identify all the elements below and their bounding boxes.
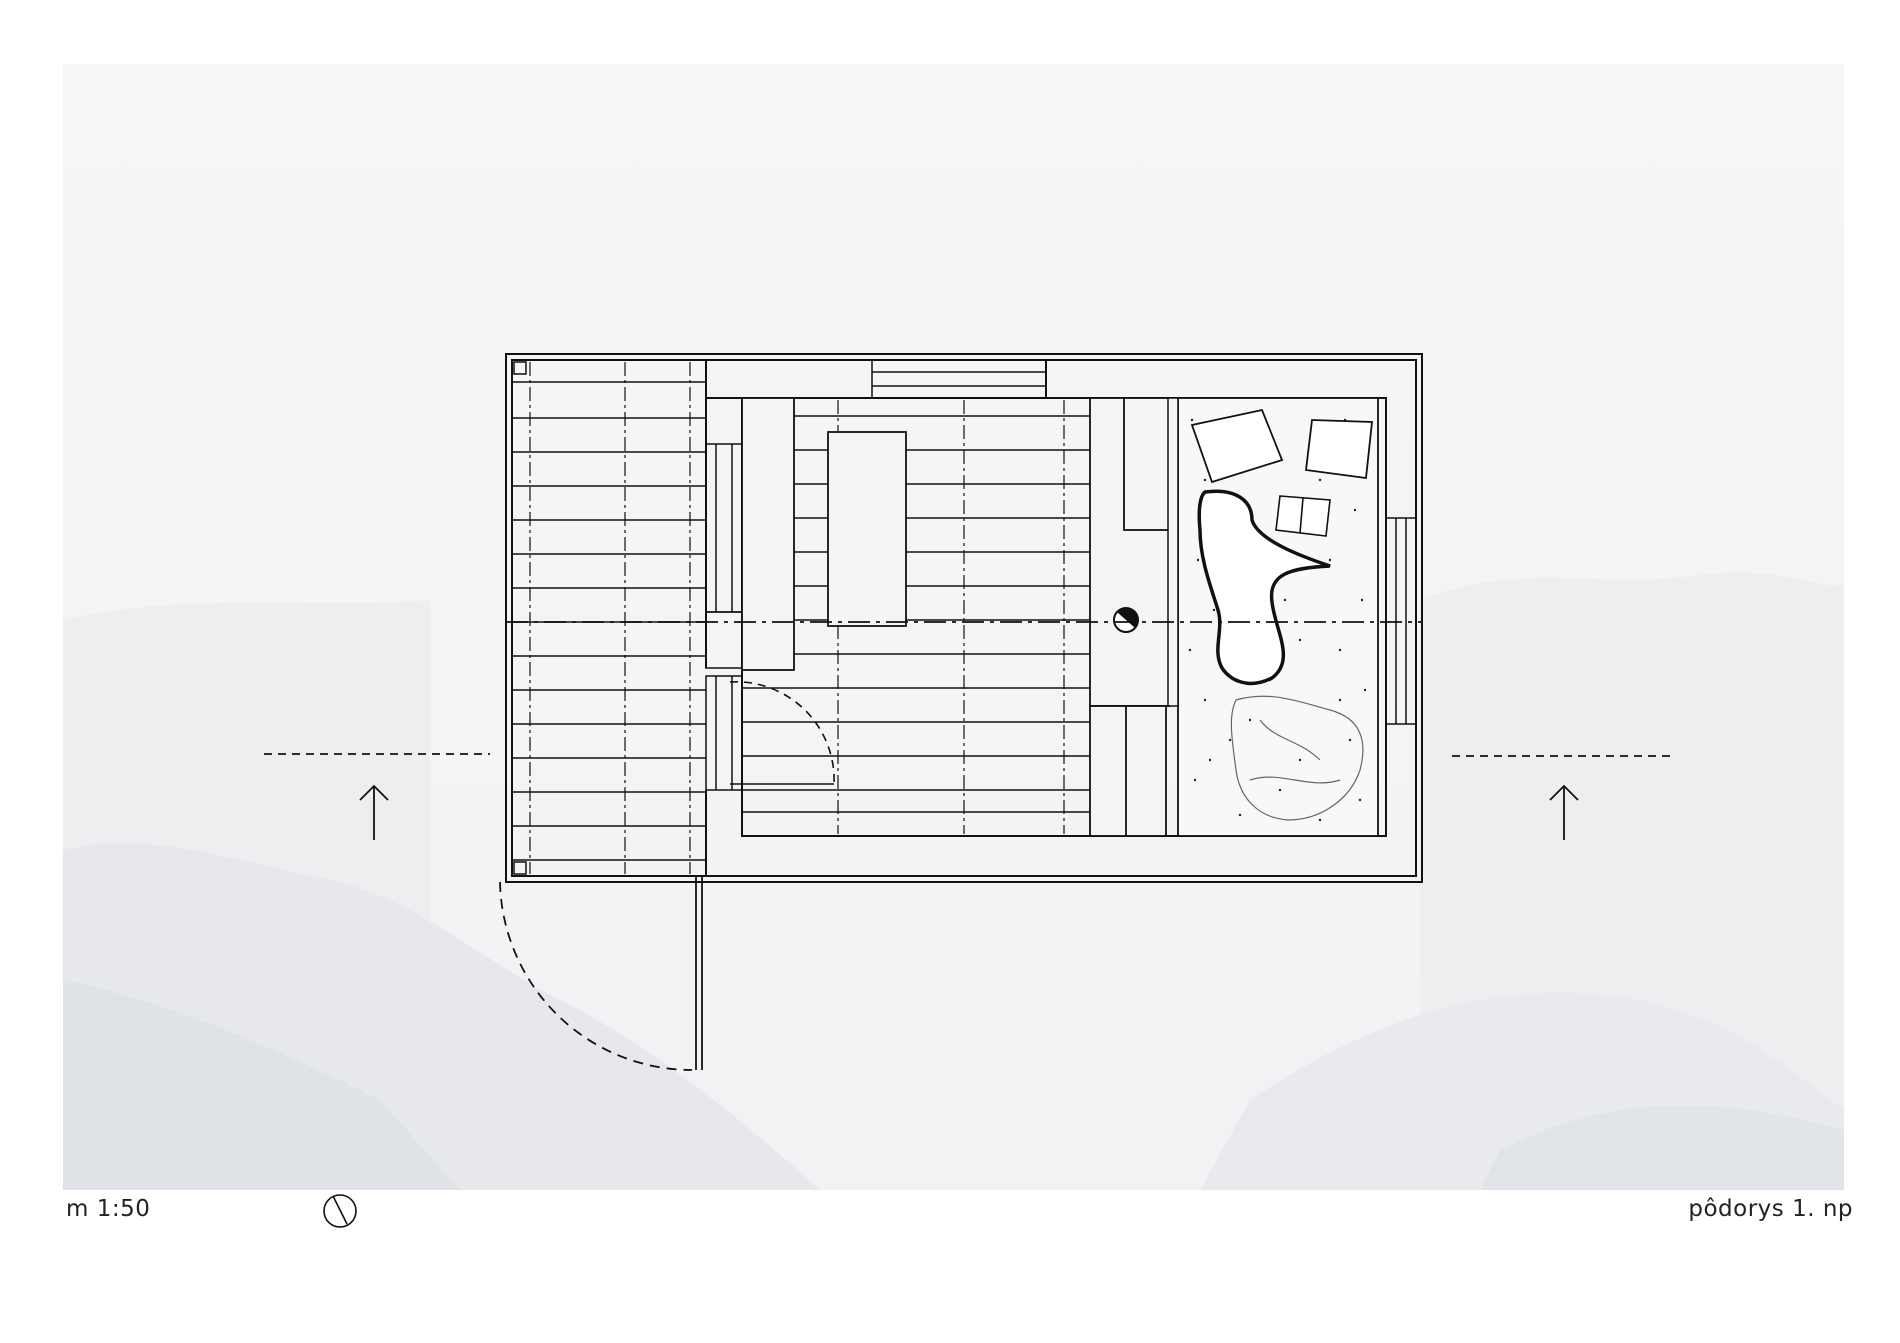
arrow-up-icon [1549,784,1579,840]
deck-joists [529,362,691,874]
north-arrow-icon [323,1194,357,1228]
drawing-title: pôdorys 1. np [1688,1196,1853,1222]
interior-joists [837,400,1065,834]
arrow-up-icon [359,784,389,840]
book-icon [1275,495,1331,537]
kitchen-counter [1089,397,1171,837]
section-marker-left [264,753,490,840]
blanket [1197,489,1331,686]
pillow-icon [1305,419,1373,480]
pillow-icon [1190,408,1284,484]
sheet-folds [1230,695,1364,821]
deck-corner-posts [513,361,527,875]
bench [741,397,795,671]
bed [1167,397,1379,837]
scale-label: m 1:50 [66,1196,151,1222]
mountain-silhouettes [63,572,1844,1190]
entrance-door [499,876,703,1071]
section-marker-right [1452,755,1674,840]
table [827,431,907,627]
stove-icon [1113,607,1139,633]
interior-door [729,681,835,785]
top-window [871,359,1046,399]
right-window [1385,517,1417,725]
